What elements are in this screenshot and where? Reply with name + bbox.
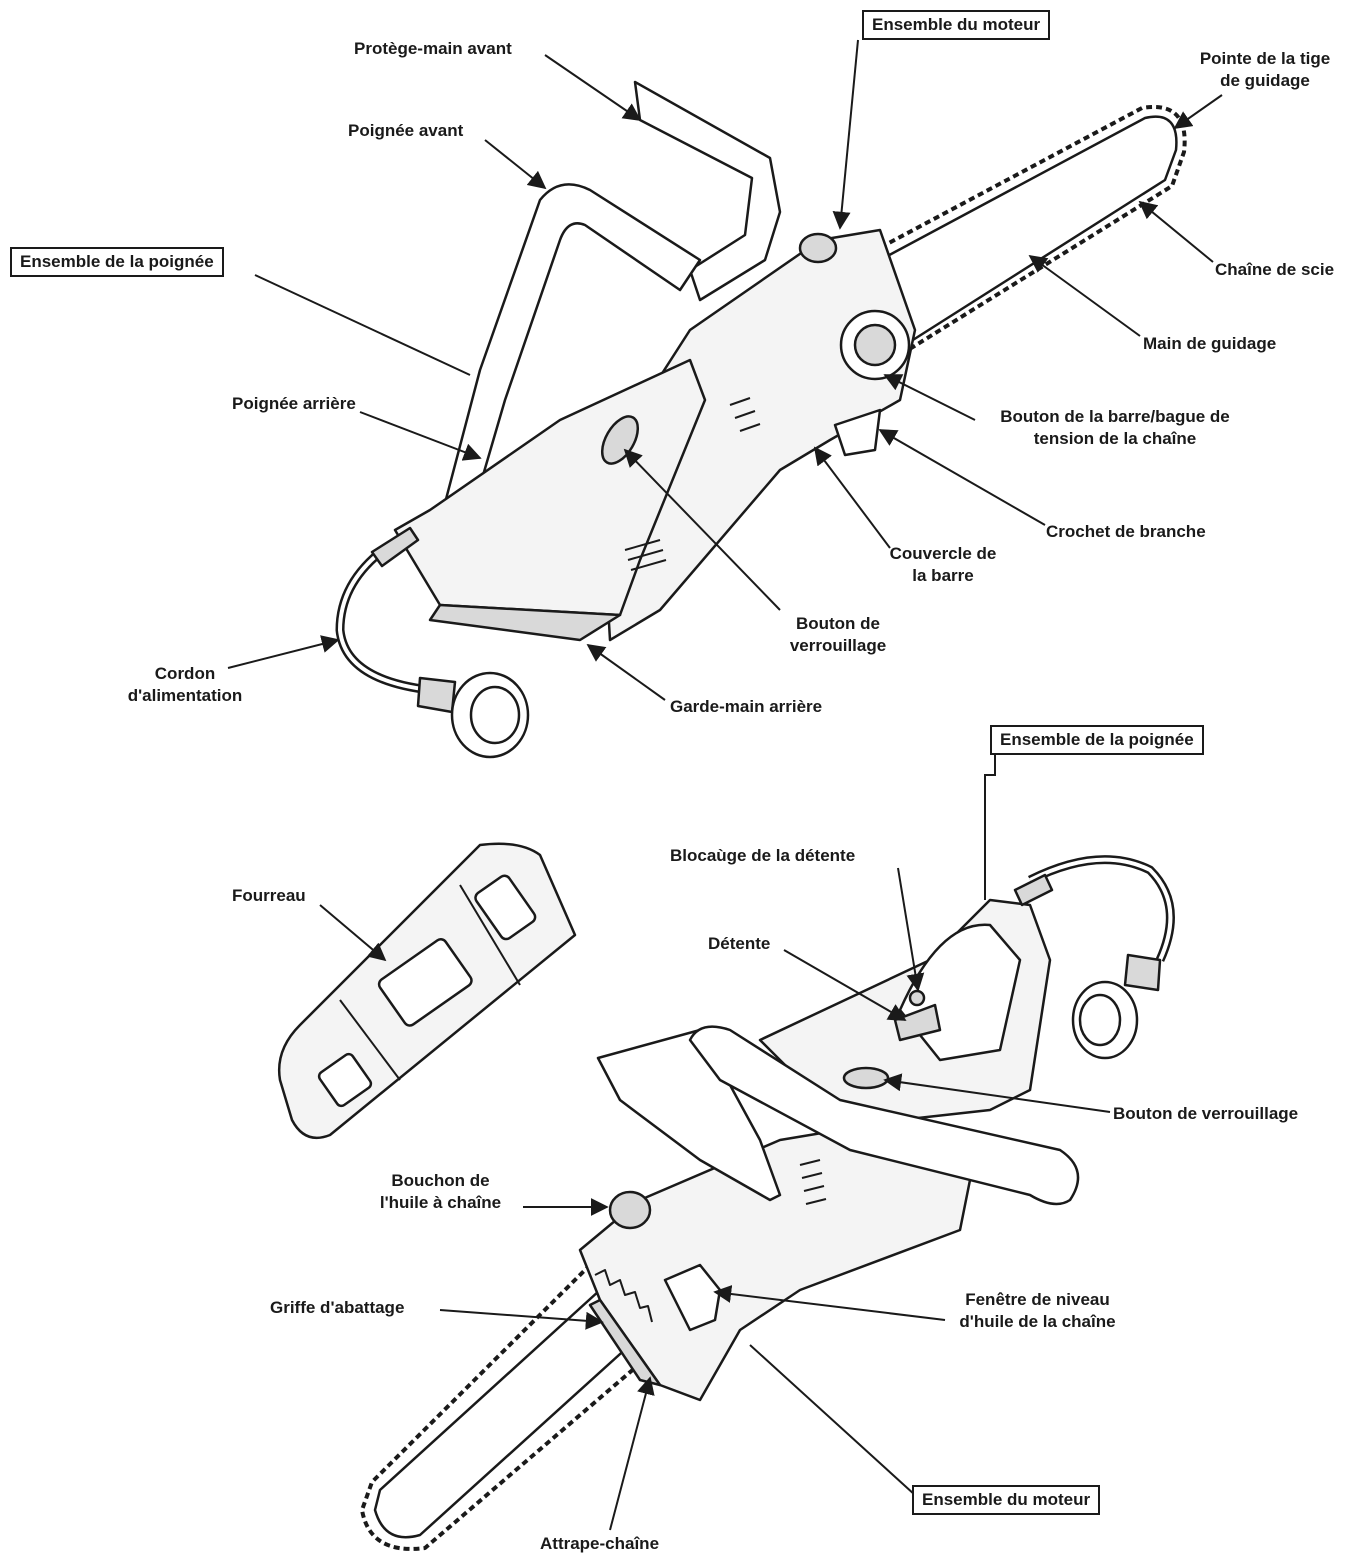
label-main-guidage: Main de guidage bbox=[1143, 334, 1277, 353]
top-guide-bar bbox=[878, 115, 1178, 347]
label-detente: Détente bbox=[708, 934, 771, 953]
bottom-front-handle bbox=[688, 1025, 1080, 1206]
label-top-ensemble-poignee: Ensemble de la poignée bbox=[10, 247, 224, 277]
bottom-lock-button bbox=[842, 1066, 890, 1090]
bottom-trigger-lockout bbox=[908, 989, 926, 1007]
bottom-power-cord bbox=[1027, 855, 1175, 962]
top-motor-housing bbox=[598, 228, 917, 642]
label-cordon-line-2: d'alimentation bbox=[127, 686, 243, 705]
bottom-chainsaw-illustration bbox=[360, 855, 1175, 1551]
label-couvercle-barre-line-2: la barre bbox=[912, 566, 974, 585]
leader-lines bbox=[227, 39, 1223, 1531]
label-top-bouton-verrouillage: Bouton de verrouillage bbox=[768, 613, 908, 657]
label-pointe-tige-line-1: Pointe de la tige bbox=[1199, 49, 1331, 68]
label-pointe-tige: Pointe de la tige de guidage bbox=[1180, 48, 1350, 92]
label-top-ensemble-moteur: Ensemble du moteur bbox=[862, 10, 1051, 40]
bottom-saw-chain bbox=[360, 1263, 652, 1551]
label-fenetre-niveau-line-1: Fenêtre de niveau bbox=[965, 1290, 1110, 1309]
label-bouton-barre-line-2: tension de la chaîne bbox=[1033, 429, 1197, 448]
top-chainsaw-illustration bbox=[335, 80, 1187, 759]
label-couvercle-barre: Couvercle de la barre bbox=[868, 543, 1018, 587]
bottom-oil-cap bbox=[608, 1190, 652, 1230]
bottom-guide-bar bbox=[373, 1288, 632, 1539]
label-poignee-avant: Poignée avant bbox=[348, 121, 464, 140]
bottom-oil-window bbox=[663, 1263, 722, 1332]
label-bouchon-huile: Bouchon de l'huile à chaîne bbox=[358, 1170, 523, 1214]
label-couvercle-barre-line-1: Couvercle de bbox=[889, 544, 997, 563]
label-top-bouton-verrouillage-line-1: Bouton de bbox=[795, 614, 881, 633]
label-bouton-barre-line-1: Bouton de la barre/bague de bbox=[1000, 407, 1230, 426]
label-pointe-tige-line-2: de guidage bbox=[1220, 71, 1310, 90]
bottom-felling-spike bbox=[594, 1269, 653, 1323]
top-oil-cap bbox=[798, 232, 838, 264]
label-fourreau: Fourreau bbox=[232, 886, 306, 905]
label-bouton-barre: Bouton de la barre/bague de tension de l… bbox=[970, 406, 1260, 450]
label-fenetre-niveau-line-2: d'huile de la chaîne bbox=[959, 1312, 1116, 1331]
label-cordon-line-1: Cordon bbox=[154, 664, 216, 683]
label-bottom-ensemble-poignee: Ensemble de la poignée bbox=[990, 725, 1204, 755]
label-bottom-bouton-verrouillage: Bouton de verrouillage bbox=[1113, 1104, 1299, 1123]
label-bouchon-huile-line-1: Bouchon de bbox=[391, 1171, 490, 1190]
label-blocauge-detente: Blocaùge de la détente bbox=[670, 846, 856, 865]
label-cordon: Cordon d'alimentation bbox=[105, 663, 265, 707]
top-front-hand-guard bbox=[633, 80, 782, 302]
label-attrape-chaine: Attrape-chaîne bbox=[540, 1534, 660, 1553]
top-branch-hook bbox=[833, 408, 882, 457]
label-top-bouton-verrouillage-line-2: verrouillage bbox=[789, 636, 887, 655]
scabbard-illustration bbox=[277, 842, 577, 1140]
label-crochet-branche: Crochet de branche bbox=[1046, 522, 1206, 541]
label-garde-main-arriere: Garde-main arrière bbox=[670, 697, 823, 716]
label-fenetre-niveau: Fenêtre de niveau d'huile de la chaîne bbox=[935, 1289, 1140, 1333]
bottom-trigger bbox=[893, 1003, 942, 1042]
label-bottom-ensemble-moteur: Ensemble du moteur bbox=[912, 1485, 1101, 1515]
label-protege-main-avant: Protège-main avant bbox=[354, 39, 512, 58]
label-chaine-scie: Chaîne de scie bbox=[1215, 260, 1335, 279]
label-poignee-arriere: Poignée arrière bbox=[232, 394, 356, 413]
label-bouchon-huile-line-2: l'huile à chaîne bbox=[379, 1193, 502, 1212]
label-griffe-abattage: Griffe d'abattage bbox=[270, 1298, 405, 1317]
